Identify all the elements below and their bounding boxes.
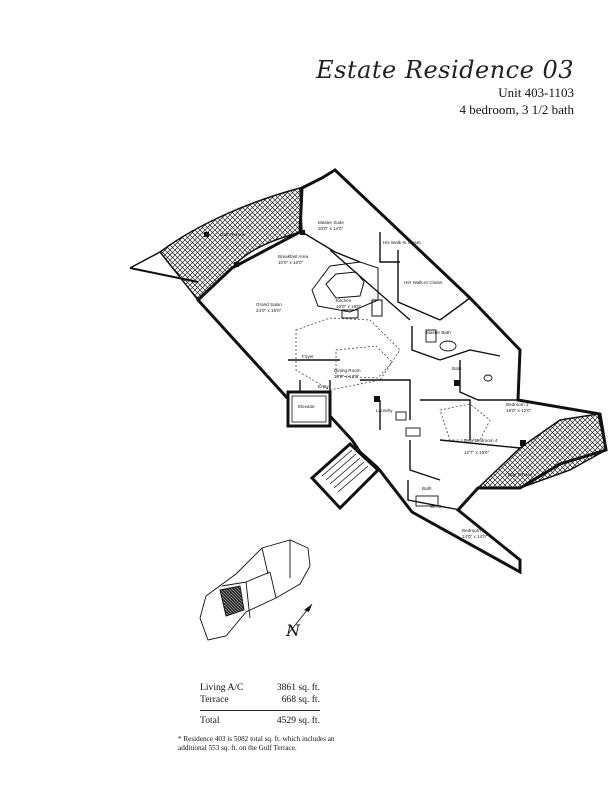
room-label: Kitchen (336, 298, 352, 303)
room-label: Den/ Bedroom 4 (464, 438, 498, 443)
compass-letter: N (285, 621, 301, 640)
summary-value: 668 sq. ft. (281, 694, 320, 705)
room-dim: 24'0" x 16'0" (256, 308, 282, 313)
room-label: His Walk-In Closet (383, 240, 421, 245)
room-label: Bedroom 3 (506, 402, 529, 407)
bay-terrace-area (476, 413, 607, 489)
kitchen-counters (311, 261, 383, 319)
room-label: Her Walk-In Closet (404, 280, 443, 285)
stair-core (309, 441, 381, 511)
summary-label: Living A/C (200, 682, 244, 693)
room-label: Foyer (302, 354, 314, 359)
footnote: * Residence 403 is 5082 total sq. ft. wh… (178, 735, 335, 752)
square-footage-summary: Living A/C 3861 sq. ft. Terrace 668 sq. … (200, 682, 320, 727)
ceiling-outlines (295, 317, 491, 441)
room-label: Bath (422, 486, 432, 491)
summary-row-total: Total 4529 sq. ft. (200, 715, 320, 727)
room-dim: 10'0" x 10'0" (278, 260, 304, 265)
room-labels: Golf Terrace Breakfast Area 10'0" x 10'0… (220, 220, 533, 539)
room-dim: 20'0" x 14'0" (318, 226, 344, 231)
unit-number: Unit 403-1103 (498, 85, 574, 100)
summary-row-living: Living A/C 3861 sq. ft. (200, 682, 320, 694)
structural-columns (204, 230, 526, 446)
elevator-shaft (286, 390, 332, 428)
summary-total-label: Total (200, 715, 220, 726)
bath-fixtures (395, 329, 493, 507)
golf-terrace-area (158, 187, 303, 302)
summary-row-terrace: Terrace 668 sq. ft. (200, 694, 320, 706)
residence-title: Estate Residence 03 (316, 56, 574, 84)
room-label: Elevator (298, 404, 315, 409)
room-label: Bay Terrace (508, 472, 533, 477)
room-label: Breakfast Area (278, 254, 309, 259)
room-label: Dining Room (334, 368, 361, 373)
room-dim: 16'0" x 12'0" (334, 374, 360, 379)
plan-header: Estate Residence 03 Unit 403-1103 4 bedr… (316, 56, 574, 118)
unit-location-highlight (219, 585, 245, 617)
room-label: Bath (452, 366, 462, 371)
room-label: W.I.C. (430, 504, 443, 509)
room-dim: 18'0" x 12'0" (506, 408, 532, 413)
interior-walls (288, 231, 521, 511)
bed-bath-count: 4 bedroom, 3 1/2 bath (459, 102, 574, 117)
room-dim: 14'0" x 14'0" (462, 534, 488, 539)
room-label: Laundry (376, 408, 393, 413)
room-dim: 16'0" x 18'0" (336, 304, 362, 309)
room-label: Entry (318, 384, 329, 389)
summary-label: Terrace (200, 694, 229, 705)
room-label: Master Bath (426, 330, 451, 335)
summary-value: 3861 sq. ft. (276, 682, 320, 693)
unit-outline (195, 168, 608, 575)
room-label: Master Suite (318, 220, 344, 225)
room-label: Golf Terrace (220, 232, 245, 237)
room-label: Grand Salon (256, 302, 282, 307)
room-label: Bedroom 2 (462, 528, 485, 533)
north-arrow: N (285, 603, 313, 640)
summary-divider (200, 710, 320, 711)
summary-total-value: 4529 sq. ft. (276, 715, 320, 726)
key-plan (199, 539, 311, 641)
room-dim: 12'7" x 15'6" (464, 450, 490, 455)
